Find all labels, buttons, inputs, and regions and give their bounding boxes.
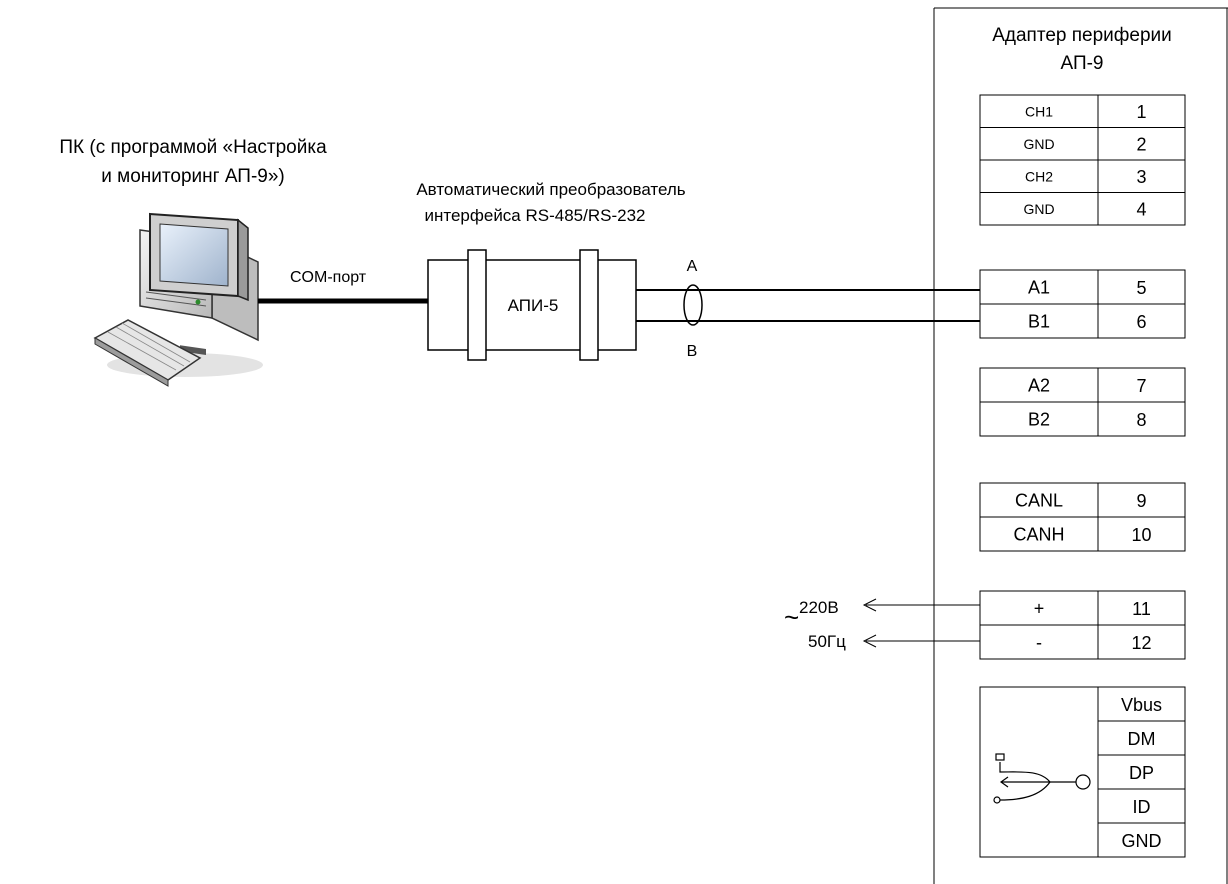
- terminal-signal: B2: [1028, 409, 1050, 429]
- converter-ring-right: [579, 249, 599, 361]
- adapter-title-line1: Адаптер периферии: [992, 25, 1172, 46]
- usb-pin-label: ID: [1133, 797, 1151, 817]
- pc-title-line2: и мониторинг АП-9»): [101, 166, 284, 187]
- terminal-pin-number: 8: [1136, 410, 1146, 430]
- usb-pin-label: DP: [1129, 763, 1154, 783]
- terminal-signal: CANL: [1015, 490, 1063, 510]
- pc-block: ПК (с программой «Настройка и мониторинг…: [59, 137, 327, 387]
- usb-icon: [993, 753, 1091, 804]
- converter-name: АПИ-5: [508, 296, 559, 315]
- converter-block: Автоматический преобразователь интерфейс…: [416, 180, 686, 361]
- converter-ring-left: [467, 249, 487, 361]
- converter-caption-line2: интерфейса RS-485/RS-232: [424, 206, 645, 225]
- com-port-label: COM-порт: [290, 269, 367, 286]
- terminal-signal: A1: [1028, 277, 1050, 297]
- terminal-pin-number: 12: [1131, 633, 1151, 653]
- terminal-signal: +: [1034, 598, 1045, 618]
- terminal-pin-number: 4: [1136, 200, 1146, 220]
- terminal-group: A1 5B1 6: [979, 269, 1186, 339]
- line-b-label: B: [687, 343, 698, 360]
- converter-body: [427, 259, 637, 351]
- usb-pin-label: GND: [1122, 831, 1162, 851]
- twisted-pair-mark: [683, 284, 703, 326]
- usb-pin-label: DM: [1128, 729, 1156, 749]
- terminal-pin-number: 10: [1131, 525, 1151, 545]
- line-a-label: A: [687, 258, 698, 275]
- terminal-pin-number: 11: [1132, 599, 1151, 619]
- computer-icon: [93, 212, 263, 387]
- terminal-pin-number: 9: [1136, 491, 1146, 511]
- converter-caption-line1: Автоматический преобразователь: [416, 180, 685, 199]
- terminal-pin-number: 2: [1136, 135, 1146, 155]
- terminal-signal: GND: [1023, 136, 1054, 152]
- terminal-pin-number: 3: [1136, 167, 1146, 187]
- terminal-signal: CH2: [1025, 168, 1053, 184]
- power-frequency: 50Гц: [808, 632, 846, 651]
- power-voltage: 220В: [799, 598, 839, 617]
- arrow-head-icon: [862, 634, 877, 648]
- terminal-signal: A2: [1028, 375, 1050, 395]
- terminal-pin-number: 5: [1136, 278, 1146, 298]
- arrow-head-icon: [862, 598, 877, 612]
- terminal-signal: CANH: [1013, 524, 1064, 544]
- terminal-signal: B1: [1028, 311, 1050, 331]
- power-block: ~ 220В 50Гц: [784, 598, 980, 651]
- terminal-pin-number: 7: [1136, 376, 1146, 396]
- terminal-group: +11 - 12: [979, 590, 1186, 660]
- power-tilde: ~: [784, 602, 799, 632]
- pc-title-line1: ПК (с программой «Настройка: [59, 137, 327, 158]
- terminal-signal: CH1: [1025, 103, 1053, 119]
- usb-pin-label: Vbus: [1121, 695, 1162, 715]
- terminal-pin-number: 6: [1136, 312, 1146, 332]
- terminal-signal: -: [1036, 632, 1042, 652]
- adapter-title-line2: АП-9: [1060, 53, 1103, 74]
- terminal-signal: GND: [1023, 201, 1054, 217]
- terminal-pin-number: 1: [1136, 102, 1146, 122]
- terminal-group: A2 7B2 8: [979, 367, 1186, 437]
